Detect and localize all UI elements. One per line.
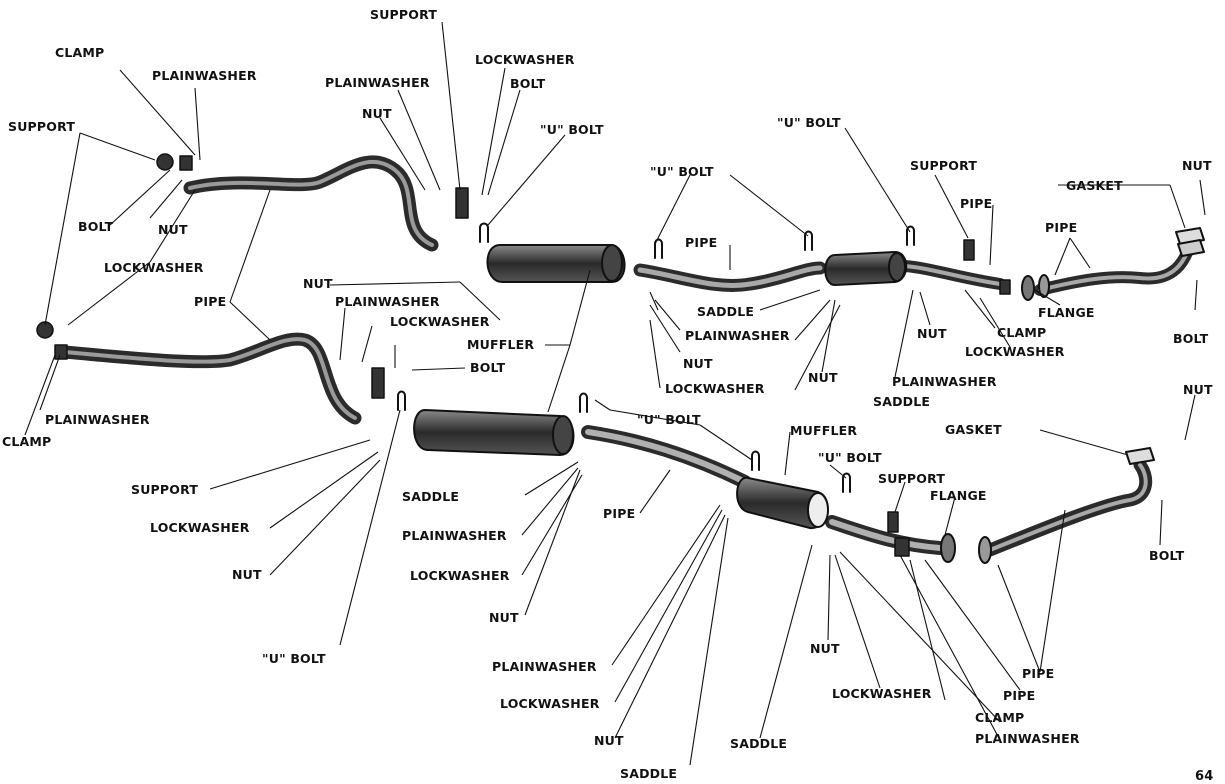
page-number: 64 [1195,769,1214,784]
label-nut-bottom-right: NUT [810,641,840,656]
lower-right-muffler [736,476,829,530]
label-pipe-left: PIPE [194,294,227,309]
label-pipe-bottom-right-2: PIPE [1003,688,1036,703]
label-plainwasher-mid-top: PLAINWASHER [325,75,430,90]
label-ubolt-lower-right: "U" BOLT [818,450,882,465]
label-clamp-bottom-right: CLAMP [975,710,1025,725]
lower-right-pipe-b [983,458,1153,557]
label-pipe-right-small: PIPE [960,196,993,211]
label-nut-bottom-left: NUT [232,567,262,582]
label-muffler-lower: MUFFLER [790,423,858,438]
label-lockwasher-bottom-left: LOCKWASHER [150,520,250,535]
upper-right-muffler [824,251,908,286]
label-plainwasher-bottom-right: PLAINWASHER [975,731,1080,746]
support-upper-left-part [156,153,174,171]
label-support-lower-right: SUPPORT [878,471,946,486]
lower-left-muffler [413,409,575,456]
label-nut-mid: NUT [303,276,333,291]
label-bolt-left: BOLT [78,219,114,234]
label-ubolt-lower-mid: "U" BOLT [637,412,701,427]
label-nut-center-right: NUT [808,370,838,385]
label-muffler-mid: MUFFLER [467,337,535,352]
label-lockwasher-bottom: LOCKWASHER [500,696,600,711]
label-plainwasher-left-bottom: PLAINWASHER [45,412,150,427]
label-bolt-mid: BOLT [470,360,506,375]
label-nut-left: NUT [158,222,188,237]
upper-left-pipe [183,155,439,252]
lower-gasket [1125,447,1155,465]
lower-left-pipe [58,332,362,425]
leader-lines [24,21,1206,766]
label-plainwasher-mid: PLAINWASHER [335,294,440,309]
lower-flange [940,533,956,563]
label-nut-center: NUT [683,356,713,371]
label-nut-right-mid: NUT [917,326,947,341]
label-bolt-mid-top: BOLT [510,76,546,91]
label-lockwasher-lower: LOCKWASHER [410,568,510,583]
label-saddle-bottom: SADDLE [620,766,678,781]
label-plainwasher-center: PLAINWASHER [685,328,790,343]
label-lockwasher-right-top: LOCKWASHER [965,344,1065,359]
label-support-bottom-left: SUPPORT [131,482,199,497]
label-support-right-top: SUPPORT [910,158,978,173]
label-lockwasher-center: LOCKWASHER [665,381,765,396]
label-nut-right-top: NUT [1182,158,1212,173]
parts [36,153,1205,564]
label-lockwasher-mid-top: LOCKWASHER [475,52,575,67]
label-bolt-lower-right: BOLT [1149,548,1185,563]
label-clamp-left-bottom: CLAMP [2,434,52,449]
label-clamp-top: CLAMP [55,45,105,60]
label-saddle-right-mid: SADDLE [873,394,931,409]
label-nut-bottom: NUT [594,733,624,748]
upper-flange [1021,275,1035,301]
label-ubolt-mid-top: "U" BOLT [540,122,604,137]
label-ubolt-right-top: "U" BOLT [777,115,841,130]
label-ubolt-center-top: "U" BOLT [650,164,714,179]
label-saddle-center: SADDLE [697,304,755,319]
label-pipe-lower: PIPE [603,506,636,521]
label-lockwasher-bottom-right: LOCKWASHER [832,686,932,701]
upper-muffler [486,244,626,283]
label-plainwasher-top: PLAINWASHER [152,68,257,83]
label-nut-mid-top: NUT [362,106,392,121]
label-plainwasher-bottom: PLAINWASHER [492,659,597,674]
label-pipe-center-top: PIPE [685,235,718,250]
label-saddle-bottom2: SADDLE [730,736,788,751]
label-plainwasher-lower: PLAINWASHER [402,528,507,543]
label-gasket-lower-right: GASKET [945,422,1002,437]
label-support-left: SUPPORT [8,119,76,134]
label-clamp-right-top: CLAMP [997,325,1047,340]
label-nut-lower: NUT [489,610,519,625]
label-lockwasher-left: LOCKWASHER [104,260,204,275]
label-saddle-lower: SADDLE [402,489,460,504]
label-flange-right-top: FLANGE [1038,305,1095,320]
label-flange-lower-right: FLANGE [930,488,987,503]
label-plainwasher-right-mid: PLAINWASHER [892,374,997,389]
label-nut-lower-right: NUT [1183,382,1213,397]
label-support-top: SUPPORT [370,7,438,22]
label-gasket-right-top: GASKET [1066,178,1123,193]
label-ubolt-bottom-left: "U" BOLT [262,651,326,666]
label-pipe-bottom-right-1: PIPE [1022,666,1055,681]
label-pipe-right-top: PIPE [1045,220,1078,235]
label-lockwasher-mid: LOCKWASHER [390,314,490,329]
label-bolt-right-top: BOLT [1173,331,1209,346]
